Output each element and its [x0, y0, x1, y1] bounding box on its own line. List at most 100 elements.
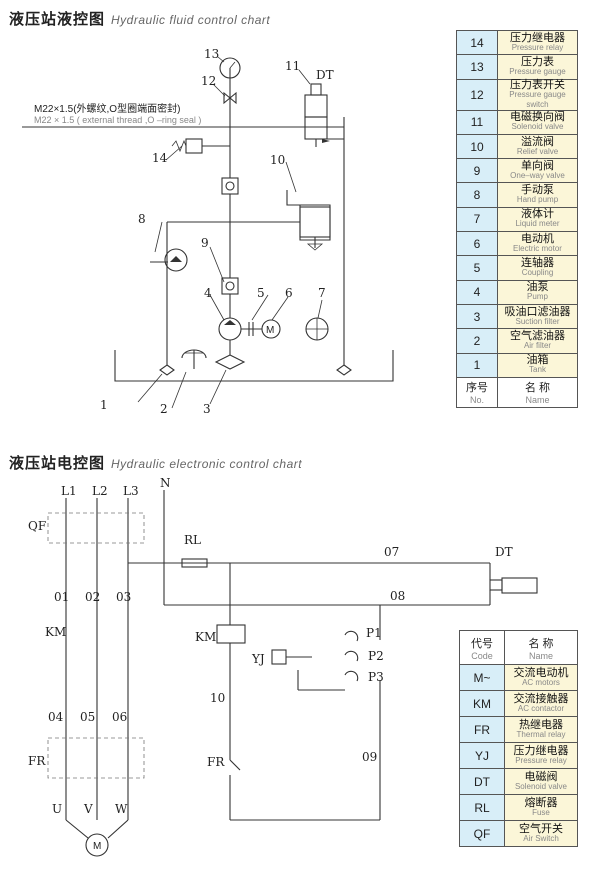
svg-text:8: 8: [138, 212, 146, 226]
svg-text:12: 12: [201, 74, 216, 88]
fluid-title-zh: 液压站液控图: [9, 11, 106, 28]
svg-text:QF: QF: [28, 519, 46, 533]
svg-text:YJ: YJ: [251, 652, 265, 666]
fluid-legend-name-en: Tank: [529, 365, 546, 375]
svg-text:6: 6: [285, 286, 293, 300]
fluid-legend-name-zh: 压力表开关: [510, 78, 565, 91]
fluid-legend-code: 3: [456, 303, 498, 330]
fluid-legend-code: 12: [456, 78, 498, 111]
svg-text:1: 1: [100, 398, 108, 412]
fluid-legend-code: 7: [456, 206, 498, 233]
fluid-legend-name-en: Coupling: [521, 268, 554, 278]
svg-text:M: M: [93, 841, 101, 852]
fluid-legend-name-en: Relief valve: [516, 146, 559, 156]
svg-text:FR: FR: [28, 754, 46, 768]
svg-text:07: 07: [384, 545, 399, 559]
elec-legend-name-en: AC contactor: [517, 703, 565, 713]
fluid-legend-name-zh: 压力表: [521, 55, 554, 68]
fluid-legend-name-en: Hand pump: [516, 195, 559, 205]
thread-note-zh: M22×1.5(外螺纹,O型圈端面密封): [34, 102, 180, 115]
fluid-legend-code: 6: [456, 231, 498, 257]
svg-text:KM: KM: [195, 630, 216, 644]
elec-legend-name-zh: 电磁阀: [524, 770, 558, 783]
fluid-legend-name-en: One–way valve: [510, 170, 565, 180]
neutral-n: N: [160, 476, 171, 490]
phase-l3: L3: [123, 484, 139, 498]
hand-pump-icon: [164, 248, 188, 272]
fluid-legend-code: 4: [456, 279, 498, 305]
fluid-legend-name-en: Air filter: [523, 340, 552, 350]
solenoid-valve-icon: [304, 94, 328, 118]
fluid-legend-code: 10: [456, 133, 498, 160]
suction-filter-icon: [214, 354, 246, 370]
fluid-legend-code: 8: [456, 182, 498, 208]
yj-relay-icon: [271, 649, 287, 665]
fluid-legend-code: 1: [456, 352, 498, 378]
dt-coil-icon: [489, 579, 503, 591]
svg-text:5: 5: [257, 286, 265, 300]
fr-relay-box: [47, 737, 145, 779]
elec-legend-name-en: AC motors: [522, 677, 560, 687]
elec-legend-name-zh: 热继电器: [519, 718, 563, 731]
phase-l2: L2: [92, 484, 108, 498]
elec-motor-icon: [85, 833, 109, 857]
svg-text:05: 05: [80, 710, 95, 724]
fluid-legend-name-zh: 压力继电器: [510, 31, 565, 44]
pressure-relay-icon: [185, 138, 203, 154]
svg-text:DT: DT: [495, 545, 513, 559]
fluid-legend-name-zh: 电磁换向阀: [510, 111, 565, 124]
elec-legend-name-en: Thermal relay: [516, 729, 566, 739]
fluid-legend-name-en: Pressure relay: [511, 42, 564, 52]
elec-title-zh: 液压站电控图: [9, 455, 106, 472]
qf-switch-box: [47, 512, 145, 544]
fluid-legend-code: 11: [456, 109, 498, 135]
svg-text:9: 9: [201, 236, 209, 250]
svg-text:KM: KM: [45, 625, 66, 639]
svg-text:FR: FR: [207, 755, 225, 769]
fluid-num-2: 2: [160, 402, 168, 416]
fluid-legend-name-zh: 液体计: [521, 208, 554, 221]
elec-legend-name-en: Pressure relay: [515, 755, 567, 765]
fluid-legend-name-zh: 吸油口滤油器: [504, 305, 571, 318]
svg-text:U: U: [52, 802, 62, 816]
elec-legend-name-zh: 空气开关: [519, 822, 563, 835]
elec-legend-name-en: Air Switch: [523, 833, 559, 843]
fluid-legend-name-zh: 手动泵: [521, 184, 554, 197]
fluid-legend-name-en: Liquid meter: [515, 219, 560, 229]
fluid-legend-name-zh: 油泵: [526, 281, 549, 294]
elec-legend-name-zh: 交流接触器: [513, 692, 569, 705]
fuse-icon: [181, 558, 208, 568]
fluid-legend-name-en: Pressure gauge: [509, 66, 566, 76]
svg-text:P2: P2: [368, 649, 384, 663]
fluid-title-en: Hydraulic fluid control chart: [111, 13, 271, 27]
elec-legend-code: QF: [459, 820, 505, 847]
elec-title-en: Hydraulic electronic control chart: [111, 457, 303, 471]
svg-text:W: W: [115, 802, 128, 816]
